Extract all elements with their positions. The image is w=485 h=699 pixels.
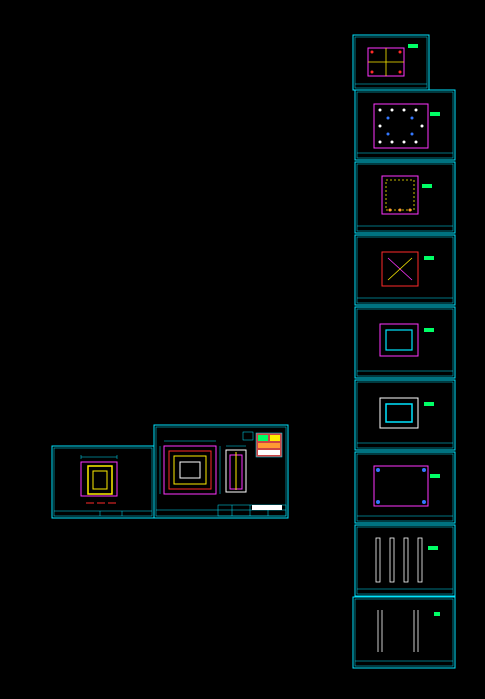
sheet-8-elevation[interactable] bbox=[354, 524, 456, 597]
sheet-7-column-layout[interactable] bbox=[354, 451, 456, 524]
sheet-3-foundation-plan[interactable] bbox=[354, 161, 456, 234]
reinforcement-table bbox=[242, 431, 283, 458]
sheet-left-small[interactable] bbox=[51, 445, 155, 519]
foundation-section-detail bbox=[225, 445, 247, 493]
sheet-4-beam-plan[interactable] bbox=[354, 234, 456, 306]
sheet-9-section[interactable] bbox=[352, 596, 456, 669]
column-section-detail bbox=[80, 455, 118, 504]
foundation-plan-detail bbox=[159, 440, 221, 495]
sheet-2-pile-plan[interactable] bbox=[354, 89, 456, 161]
sheet-5-slab-plan[interactable] bbox=[354, 306, 456, 379]
sheet-left-main[interactable] bbox=[153, 424, 289, 519]
sheet-6-roof-plan[interactable] bbox=[354, 379, 456, 451]
